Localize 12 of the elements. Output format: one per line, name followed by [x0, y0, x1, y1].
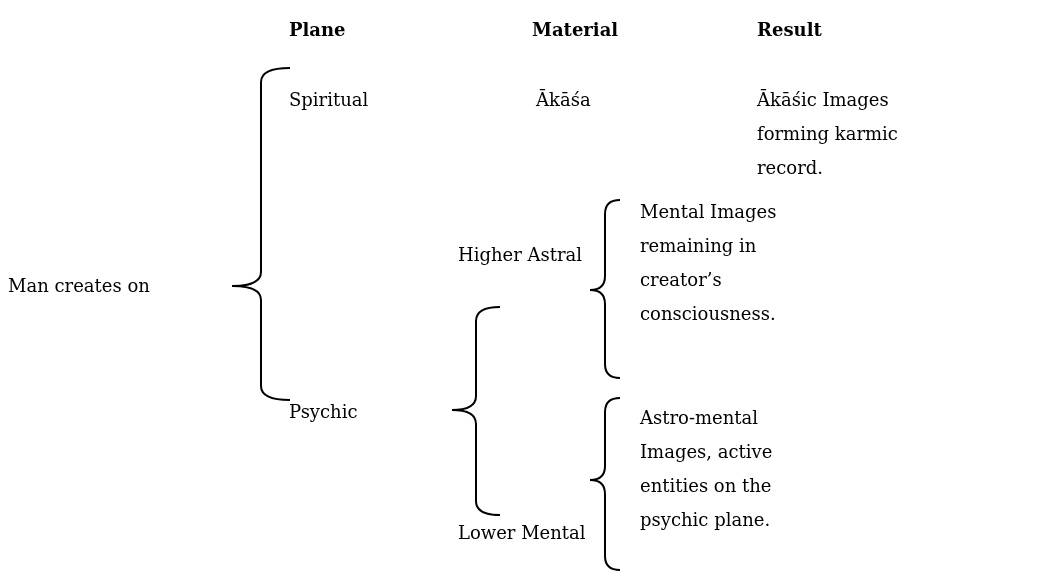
column-heading: Plane [289, 18, 346, 42]
description-text: Astro-mental Images, active entities on the psychic plane. [640, 406, 774, 532]
column-heading: Material [532, 18, 619, 42]
description-text: Ākāśic Images forming karmic record. [757, 88, 899, 180]
text-label: Lower Mental [458, 521, 586, 545]
text-label: Higher Astral [458, 243, 583, 267]
text-label: Man creates on [8, 274, 150, 298]
text-label: Spiritual [289, 88, 369, 112]
text-label: Ākāśa [536, 88, 591, 112]
description-text: Mental Images remaining in creator’s consciousness. [640, 200, 778, 326]
text-label: Psychic [289, 400, 358, 424]
column-heading: Result [757, 18, 822, 42]
